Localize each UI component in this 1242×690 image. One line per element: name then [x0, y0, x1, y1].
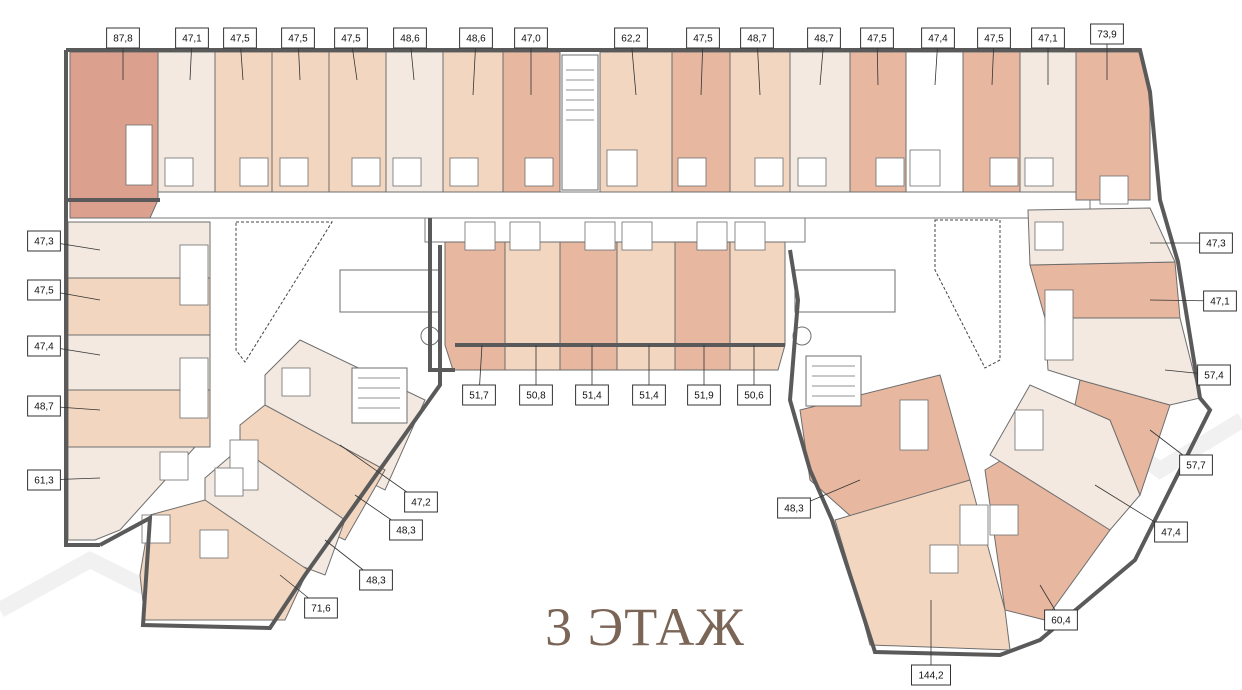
area-label: 50,6: [744, 391, 764, 402]
area-label-box: [737, 384, 771, 406]
area-label: 47,4: [1161, 528, 1181, 539]
area-label-box: [514, 27, 548, 49]
area-label-box: [614, 27, 648, 49]
area-label-box: [27, 395, 61, 417]
area-label-box: [462, 384, 496, 406]
area-label-box: [687, 384, 721, 406]
area-label-box: [27, 230, 61, 252]
area-label: 48,7: [814, 34, 834, 45]
area-label: 47,5: [693, 34, 713, 45]
apartment-unit[interactable]: [729, 241, 786, 371]
area-label-box: [1197, 364, 1231, 386]
area-label: 48,3: [396, 526, 416, 537]
area-label: 47,2: [411, 498, 431, 509]
service-cores: [339, 54, 896, 424]
area-label: 144,2: [918, 671, 943, 682]
area-label: 73,9: [1097, 30, 1117, 41]
apartment-unit[interactable]: [616, 241, 676, 371]
area-label: 47,3: [34, 237, 54, 248]
area-label: 48,6: [400, 34, 420, 45]
area-label: 51,4: [639, 391, 659, 402]
area-label: 48,3: [784, 504, 804, 515]
area-label-box: [223, 27, 257, 49]
area-labels: 87,8 47,1 47,5 47,5 47,5 48,6 48,6 47,0 62,2 47,5…: [27, 23, 1237, 686]
area-label-box: [1090, 23, 1124, 45]
area-label-box: [860, 27, 894, 49]
area-label-box: [575, 384, 609, 406]
area-label-box: [740, 27, 774, 49]
area-label-box: [27, 335, 61, 357]
stair-hatching: [358, 69, 855, 409]
area-label-box: [106, 27, 140, 49]
area-label-box: [807, 27, 841, 49]
area-label-box: [921, 27, 955, 49]
area-label: 47,4: [928, 34, 948, 45]
area-label: 47,5: [34, 286, 54, 297]
area-label: 47,5: [288, 34, 308, 45]
area-label: 71,6: [311, 604, 331, 615]
apartment-unit[interactable]: [444, 241, 506, 371]
area-label: 48,7: [747, 34, 767, 45]
area-label-box: [1154, 521, 1188, 543]
area-label: 47,1: [1210, 297, 1230, 308]
area-label: 47,0: [521, 34, 541, 45]
area-label: 47,4: [34, 342, 54, 353]
floor-title: 3 ЭТАЖ: [545, 597, 745, 657]
area-label-box: [304, 597, 338, 619]
area-label-box: [1031, 27, 1065, 49]
area-label: 60,4: [1051, 616, 1071, 627]
area-label: 47,5: [984, 34, 1004, 45]
area-label: 51,4: [582, 391, 602, 402]
area-label: 47,5: [230, 34, 250, 45]
area-label: 51,9: [694, 391, 714, 402]
area-label-box: [1199, 232, 1233, 254]
exterior-walls: [64, 48, 1213, 658]
apartment-unit[interactable]: [504, 241, 561, 371]
area-label: 47,1: [182, 34, 202, 45]
area-label: 47,5: [341, 34, 361, 45]
area-label: 48,3: [366, 576, 386, 587]
area-label-box: [686, 27, 720, 49]
area-label: 47,5: [867, 34, 887, 45]
area-label: 62,2: [621, 34, 641, 45]
area-label-box: [777, 497, 811, 519]
area-label: 47,1: [1038, 34, 1058, 45]
area-label-box: [1203, 290, 1237, 312]
apartment-unit[interactable]: [559, 241, 618, 371]
area-label-box: [175, 27, 209, 49]
area-label-box: [334, 27, 368, 49]
apartment-unit[interactable]: [1027, 207, 1176, 266]
area-label: 57,7: [1186, 461, 1206, 472]
area-label-box: [359, 569, 393, 591]
area-label-box: [1179, 454, 1213, 476]
area-label: 50,8: [526, 391, 546, 402]
area-label: 87,8: [113, 34, 133, 45]
area-label-box: [632, 384, 666, 406]
area-label: 48,6: [466, 34, 486, 45]
area-label-box: [389, 519, 423, 541]
area-label-box: [281, 27, 315, 49]
bathroom-fixtures: [125, 124, 1129, 574]
area-label-box: [27, 469, 61, 491]
area-label-box: [393, 27, 427, 49]
area-label-box: [519, 384, 553, 406]
apartment-unit[interactable]: [139, 499, 309, 621]
area-label: 48,7: [34, 402, 54, 413]
apartment-unit[interactable]: [674, 241, 731, 371]
area-label: 51,7: [469, 391, 489, 402]
area-label: 61,3: [34, 476, 54, 487]
area-label-box: [404, 491, 438, 513]
area-label-box: [27, 279, 61, 301]
area-label-box: [459, 27, 493, 49]
area-label-box: [977, 27, 1011, 49]
area-label: 57,4: [1204, 371, 1224, 382]
courtyards: [235, 219, 1001, 369]
area-label-box: [911, 664, 951, 686]
area-label-box: [1044, 609, 1078, 631]
area-label: 47,3: [1206, 239, 1226, 250]
